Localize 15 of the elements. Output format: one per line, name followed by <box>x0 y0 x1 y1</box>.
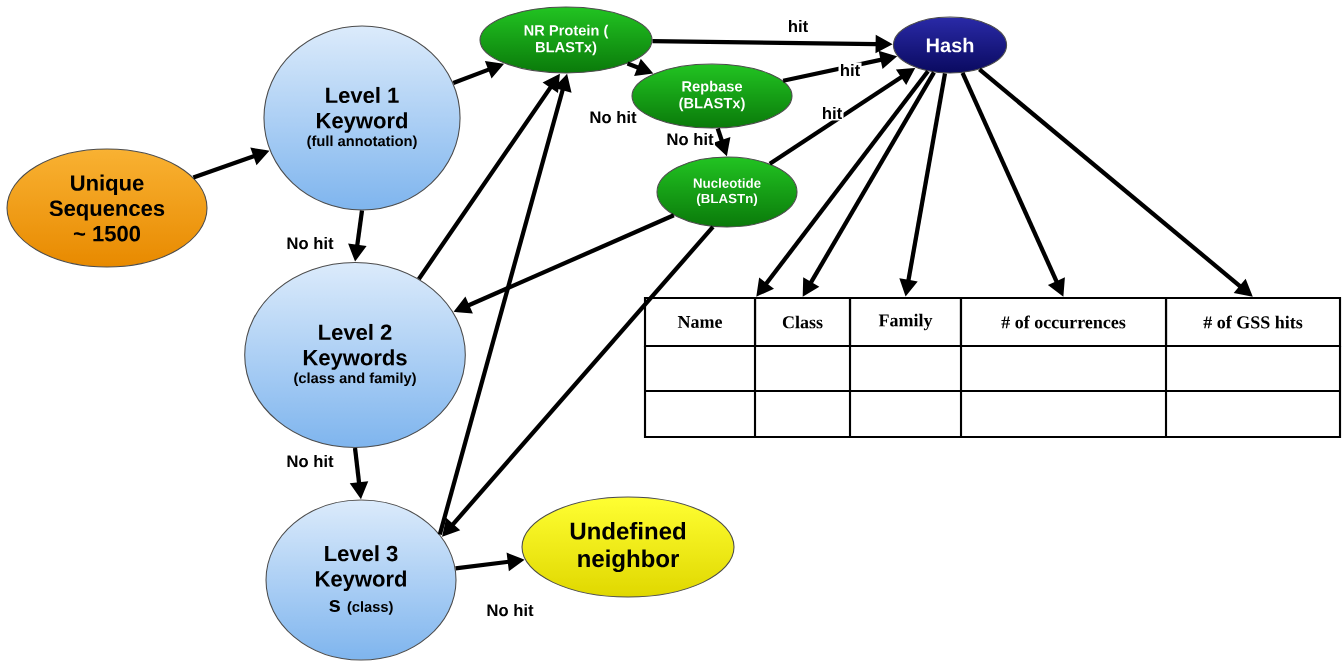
table-header-cell: Name <box>643 296 757 348</box>
edge-label: hit <box>820 105 844 121</box>
edge-label: hit <box>838 62 862 78</box>
table-header-cell: Family <box>849 296 963 348</box>
table-header-cell: Class <box>754 296 852 348</box>
keyword-sphere: Level 1 Keyword (full annotation) <box>263 25 461 211</box>
edge-label: hit <box>786 18 810 34</box>
keyword-sphere: Level 3 Keyword s (class) <box>265 499 457 661</box>
table-header-cell: # of occurrences <box>959 296 1168 348</box>
edge-label: No hit <box>665 131 715 147</box>
table-header-cell: # of GSS hits <box>1164 296 1342 348</box>
edge-label: No hit <box>285 453 335 469</box>
edge-label: No hit <box>485 602 535 618</box>
keyword-sphere: Level 2 Keywords (class and family) <box>244 261 466 449</box>
edge-label: No hit <box>285 235 335 251</box>
